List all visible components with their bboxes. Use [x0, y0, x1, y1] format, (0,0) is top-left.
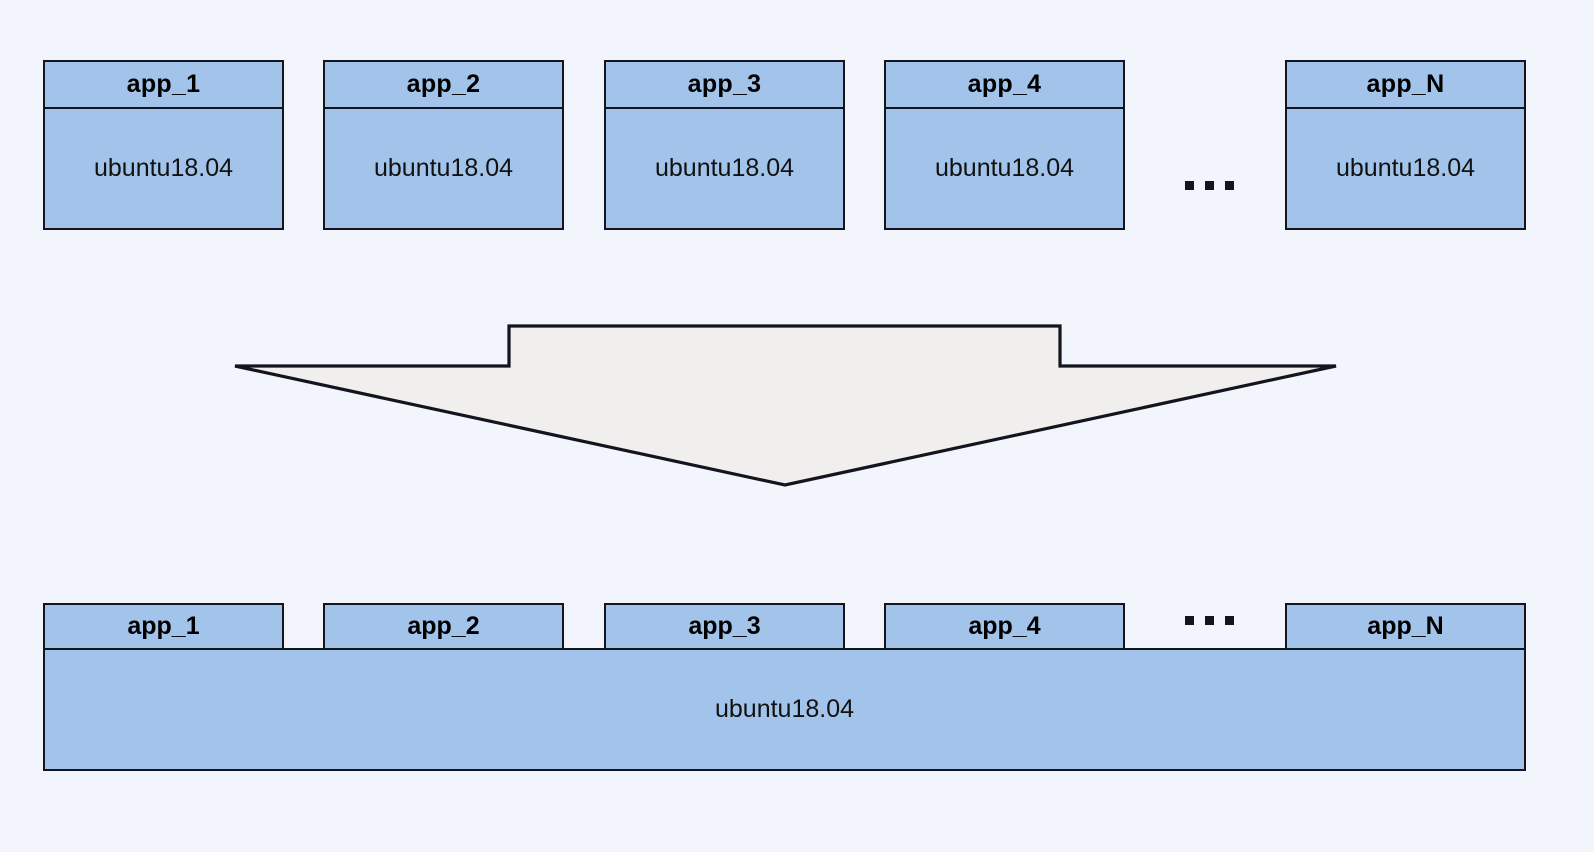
app-tab-app-n: app_N: [1285, 603, 1526, 648]
bottom-row-group: app_1 app_2 app_3 app_4 app_N ubuntu18.0…: [43, 603, 1526, 771]
vm-box-app-1-os: ubuntu18.04: [93, 154, 234, 182]
vm-box-app-2-title: app_2: [325, 62, 562, 109]
vm-box-app-2-os: ubuntu18.04: [373, 154, 514, 182]
app-tab-app-2: app_2: [323, 603, 564, 648]
ellipsis-dot-1: [1185, 181, 1194, 190]
vm-box-app-n-os: ubuntu18.04: [1335, 154, 1476, 182]
ellipsis-dot-3: [1225, 181, 1234, 190]
ellipsis-dot-1: [1185, 616, 1194, 625]
vm-box-app-3-title: app_3: [606, 62, 843, 109]
shared-os-box: ubuntu18.04: [43, 648, 1526, 771]
ellipsis-dot-2: [1205, 181, 1214, 190]
vm-box-app-1-title: app_1: [45, 62, 282, 109]
app-tab-app-3: app_3: [604, 603, 845, 648]
app-tab-app-1: app_1: [43, 603, 284, 648]
down-arrow-icon: [234, 324, 1337, 487]
vm-box-app-4-os: ubuntu18.04: [934, 154, 1075, 182]
ellipsis-dot-2: [1205, 616, 1214, 625]
vm-box-app-n-title: app_N: [1287, 62, 1524, 109]
app-tab-app-4: app_4: [884, 603, 1125, 648]
bottom-row-ellipsis-icon: [1185, 616, 1234, 625]
vm-box-app-3-os: ubuntu18.04: [654, 154, 795, 182]
top-row-ellipsis-icon: [1185, 181, 1234, 190]
vm-box-app-3: app_3 ubuntu18.04: [604, 60, 845, 230]
vm-box-app-4: app_4 ubuntu18.04: [884, 60, 1125, 230]
vm-box-app-n: app_N ubuntu18.04: [1285, 60, 1526, 230]
vm-box-app-1: app_1 ubuntu18.04: [43, 60, 284, 230]
vm-box-app-2: app_2 ubuntu18.04: [323, 60, 564, 230]
ellipsis-dot-3: [1225, 616, 1234, 625]
vm-box-app-4-title: app_4: [886, 62, 1123, 109]
